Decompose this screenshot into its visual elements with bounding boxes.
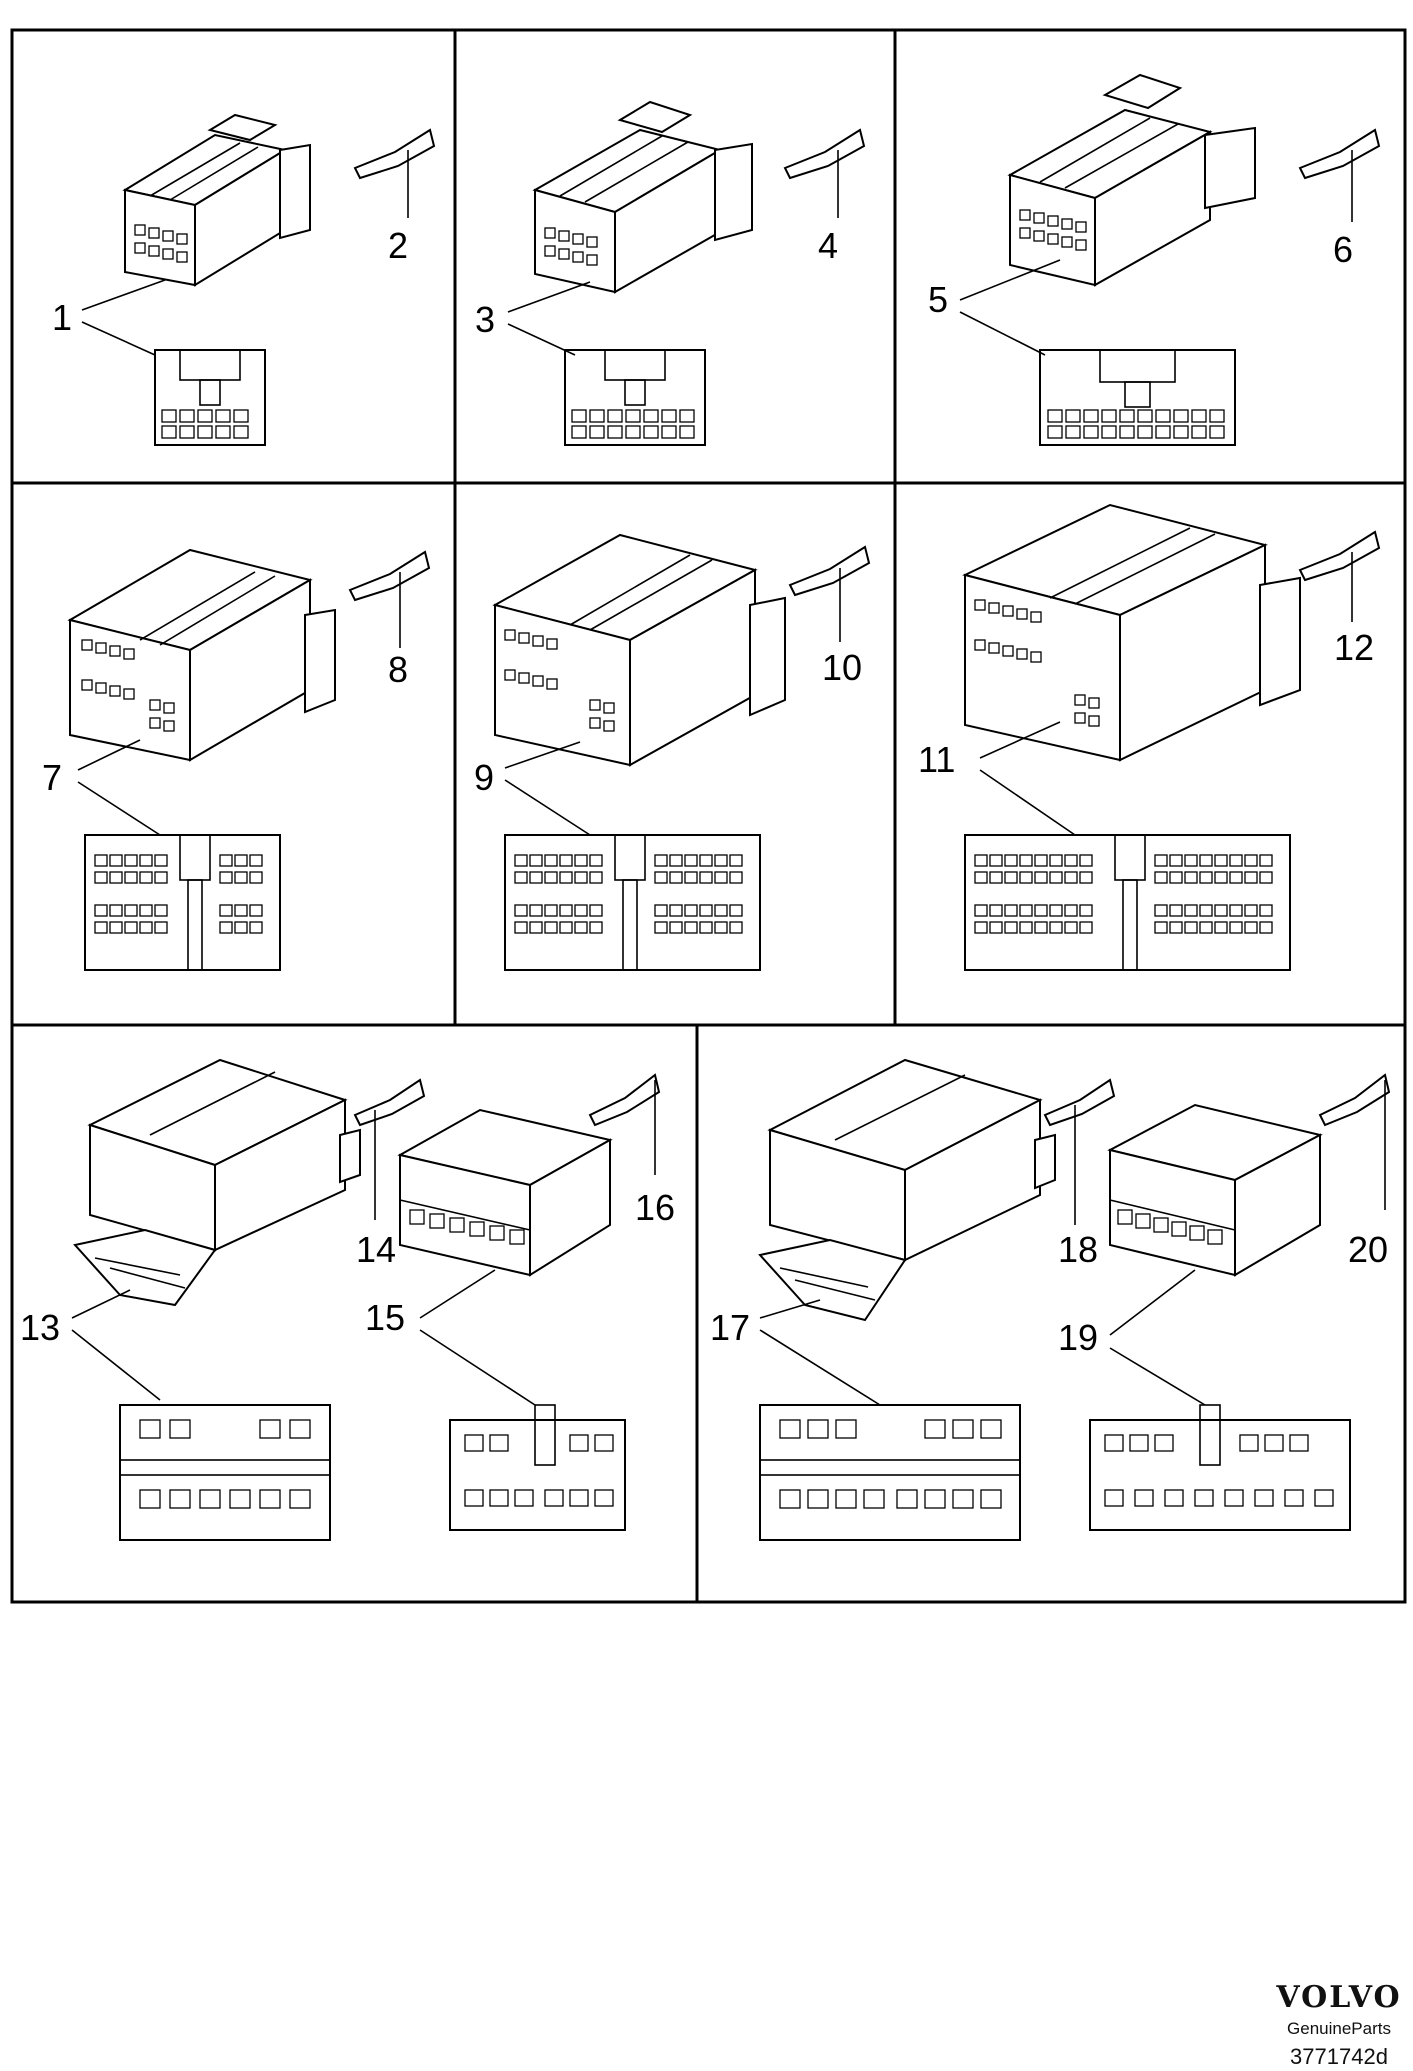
leader-11 — [979, 721, 1076, 836]
brand-tagline: GenuineParts — [1287, 2019, 1391, 2038]
leader-5 — [959, 259, 1061, 356]
callout-13: 13 — [20, 1307, 60, 1348]
panel-1: 1 2 — [52, 113, 436, 446]
callout-3: 3 — [475, 299, 495, 340]
connector-face-17 — [759, 1404, 1021, 1541]
leader-13 — [71, 1289, 161, 1401]
connector-face-13 — [119, 1404, 331, 1541]
leader-3 — [507, 281, 591, 356]
panel-7: 13 14 15 16 — [20, 1058, 675, 1541]
connector-face-3 — [564, 349, 706, 446]
connector-housing-13 — [73, 1058, 361, 1307]
panel-grid — [10, 28, 1407, 1604]
callout-9: 9 — [474, 757, 494, 798]
connector-housing-3 — [532, 100, 753, 294]
terminal-4 — [783, 128, 866, 218]
panel-6: 11 12 — [918, 503, 1381, 971]
connector-face-7 — [84, 834, 281, 971]
connector-face-1 — [154, 349, 266, 446]
terminal-12 — [1298, 530, 1381, 622]
terminal-14 — [353, 1078, 426, 1220]
connector-face-11 — [964, 834, 1291, 971]
document-id: 3771742d — [1290, 2044, 1388, 2069]
callout-18: 18 — [1058, 1229, 1098, 1270]
panel-8: 17 18 19 20 — [710, 1058, 1391, 1541]
terminal-2 — [353, 128, 436, 218]
callout-11: 11 — [918, 739, 955, 780]
brand-logo: VOLVO — [1275, 1980, 1401, 2015]
callout-10: 10 — [822, 647, 862, 688]
leader-15 — [419, 1269, 536, 1406]
callout-4: 4 — [818, 225, 838, 266]
terminal-16 — [588, 1073, 661, 1175]
callout-6: 6 — [1333, 229, 1353, 270]
footer: VOLVO GenuineParts 3771742d — [1275, 1980, 1401, 2069]
connector-face-5 — [1039, 349, 1236, 446]
callout-5: 5 — [928, 279, 948, 320]
connector-face-19 — [1089, 1404, 1351, 1531]
callout-8: 8 — [388, 649, 408, 690]
connector-housing-5 — [1007, 73, 1256, 287]
connector-face-15 — [449, 1404, 626, 1531]
callout-7: 7 — [42, 757, 62, 798]
connector-housing-15 — [397, 1108, 613, 1277]
callout-1: 1 — [52, 297, 72, 338]
callout-17: 17 — [710, 1307, 750, 1348]
leader-1 — [81, 279, 166, 356]
connector-housing-19 — [1107, 1103, 1323, 1277]
connector-face-9 — [504, 834, 761, 971]
panel-4: 7 8 — [42, 548, 431, 971]
panel-5: 9 10 — [474, 533, 871, 971]
leader-9 — [504, 741, 591, 836]
callout-14: 14 — [356, 1229, 396, 1270]
terminal-10 — [788, 545, 871, 642]
callout-15: 15 — [365, 1297, 405, 1338]
connector-housing-17 — [758, 1058, 1056, 1322]
leader-7 — [77, 739, 161, 836]
outer-frame — [10, 28, 1407, 1604]
terminal-20 — [1318, 1073, 1391, 1210]
connector-housing-11 — [962, 503, 1301, 762]
callout-12: 12 — [1334, 627, 1374, 668]
connector-housing-1 — [122, 113, 311, 287]
callout-19: 19 — [1058, 1317, 1098, 1358]
connector-housing-7 — [67, 548, 336, 762]
callout-2: 2 — [388, 225, 408, 266]
callout-16: 16 — [635, 1187, 675, 1228]
connector-housing-9 — [492, 533, 786, 767]
terminal-8 — [348, 550, 431, 648]
terminal-18 — [1043, 1078, 1116, 1225]
leader-19 — [1109, 1269, 1206, 1406]
terminal-6 — [1298, 128, 1381, 222]
panel-2: 3 4 — [475, 100, 866, 446]
callout-20: 20 — [1348, 1229, 1388, 1270]
leader-17 — [759, 1299, 881, 1406]
panel-3: 5 6 — [928, 73, 1381, 446]
